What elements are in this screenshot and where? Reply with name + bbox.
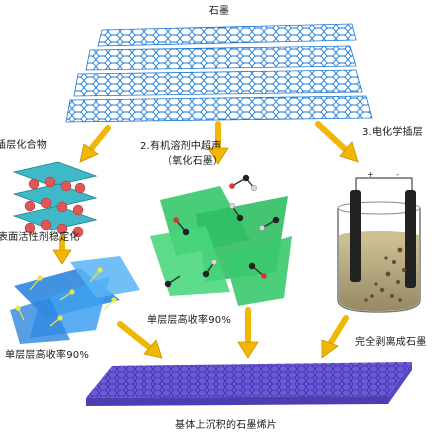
arrow-to-intercalation xyxy=(79,125,111,163)
electrochemical-cell: + - xyxy=(337,170,421,313)
functional-groups xyxy=(164,174,280,288)
intercalation-compound xyxy=(12,161,98,238)
graphene-sheet xyxy=(97,23,357,47)
method2-label: 2.有机溶剂中超声 xyxy=(140,141,222,152)
arrow-to-surfactant xyxy=(52,235,72,265)
red-spheres xyxy=(24,176,86,238)
substrate xyxy=(86,362,412,406)
svg-text:+: + xyxy=(367,170,374,179)
surfactant-flakes xyxy=(10,256,140,344)
electrode-left xyxy=(350,190,361,282)
graphene-sheet xyxy=(65,95,373,123)
yield-left-label: 单层层高收率90% xyxy=(5,350,90,361)
separation-label: 完全剥离成石墨 xyxy=(355,337,427,348)
graphite-label: 石墨 xyxy=(208,6,230,17)
method2-sublabel: （氧化石墨） xyxy=(162,156,224,167)
method1-label: 插层化合物 xyxy=(0,140,47,151)
arrow-right-to-substrate xyxy=(321,315,349,359)
svg-text:-: - xyxy=(396,170,399,179)
graphene-sheet xyxy=(73,69,363,97)
graphite-stack xyxy=(65,23,373,123)
arrow-to-electrochemical xyxy=(315,121,359,163)
stabilization-label: 表面活性剂稳定化 xyxy=(0,232,80,243)
electrode-right xyxy=(405,190,416,288)
exfoliated-particles xyxy=(364,247,406,302)
arrow-center-to-substrate xyxy=(237,307,259,359)
substrate-label: 基体上沉积的石墨烯片 xyxy=(175,420,277,431)
arrow-left-to-substrate xyxy=(117,321,163,359)
method3-label: 3.电化学插层 xyxy=(362,127,423,138)
graphene-oxide-flakes xyxy=(150,174,292,306)
yield-center-label: 单层层高收率90% xyxy=(147,315,232,326)
graphene-sheet xyxy=(85,45,357,71)
arrow-to-ultrasonic xyxy=(207,121,229,165)
